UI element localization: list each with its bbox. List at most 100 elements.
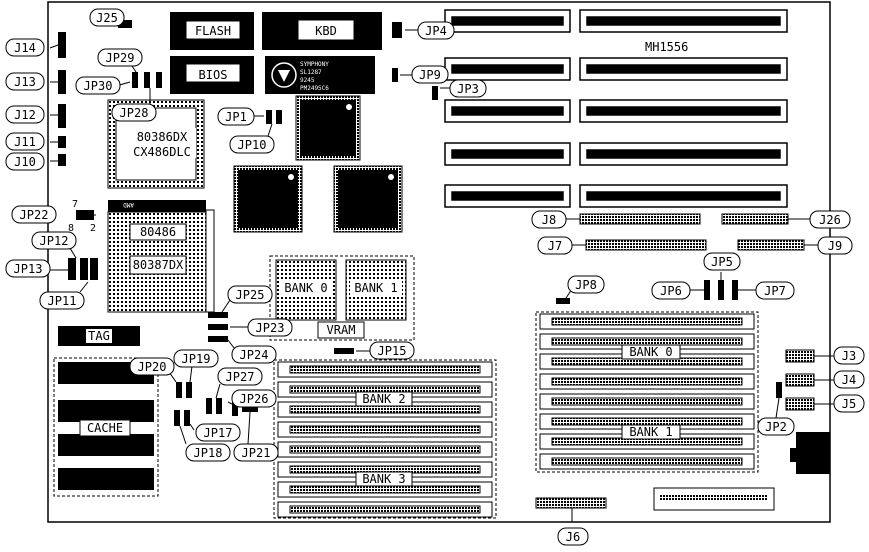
plcc-chip — [233, 165, 303, 233]
label-j25: J25 — [96, 11, 118, 25]
power-connector — [653, 487, 775, 511]
cpu-486-socket: AMD 80486 80387DX — [107, 200, 215, 313]
label-j8: J8 — [542, 213, 556, 227]
kbd-chip: KBD — [262, 12, 382, 50]
label-j10: J10 — [14, 155, 36, 169]
label-jp5: JP5 — [711, 255, 733, 269]
svg-text:SYMPHONY: SYMPHONY — [300, 61, 329, 68]
label-jp23: JP23 — [256, 321, 285, 335]
label-j6: J6 — [566, 530, 580, 544]
label-jp27: JP27 — [226, 370, 255, 384]
label-jp10: JP10 — [238, 138, 267, 152]
label-jp19: JP19 — [182, 352, 211, 366]
isa-slot — [444, 184, 788, 208]
bank-2-label: BANK 2 — [362, 392, 405, 406]
label-jp12: JP12 — [40, 234, 69, 248]
connector-j5 — [785, 397, 815, 411]
small-headers — [58, 20, 132, 166]
label-jp22: JP22 — [20, 208, 49, 222]
label-jp28: JP28 — [120, 106, 149, 120]
svg-text:PM2495C6: PM2495C6 — [300, 85, 329, 92]
label-jp9: JP9 — [419, 68, 441, 82]
svg-text:9245: 9245 — [300, 77, 315, 84]
jp22-pin-2: 2 — [90, 223, 96, 234]
svg-text:FLASH: FLASH — [195, 24, 231, 38]
label-j26: J26 — [819, 213, 841, 227]
svg-text:CX486DLC: CX486DLC — [133, 145, 191, 159]
label-jp21: JP21 — [242, 446, 271, 460]
jumper-blocks — [68, 22, 782, 426]
connector-j4 — [785, 373, 815, 387]
label-jp24: JP24 — [240, 348, 269, 362]
label-j7: J7 — [548, 239, 562, 253]
svg-text:80386DX: 80386DX — [137, 130, 188, 144]
label-j12: J12 — [14, 108, 36, 122]
label-j13: J13 — [14, 75, 36, 89]
label-jp8: JP8 — [575, 278, 597, 292]
label-jp3: JP3 — [457, 82, 479, 96]
isa-slot — [444, 99, 788, 123]
symphony-chip: SYMPHONY SL1287 9245 PM2495C6 — [265, 56, 375, 94]
svg-text:KBD: KBD — [315, 24, 337, 38]
label-jp18: JP18 — [194, 446, 223, 460]
svg-text:BANK 1: BANK 1 — [354, 281, 397, 295]
keyboard-connector — [790, 432, 830, 474]
label-jp26: JP26 — [240, 392, 269, 406]
vram-area: BANK 0 BANK 1 VRAM — [269, 255, 415, 341]
cache-area: CACHE — [53, 357, 159, 497]
svg-text:SL1287: SL1287 — [300, 69, 322, 76]
connector-j3 — [785, 349, 815, 363]
label-j14: J14 — [14, 41, 36, 55]
bank-0-label: BANK 0 — [629, 345, 672, 359]
simm-bank-left — [273, 359, 497, 519]
plcc-chip — [295, 95, 361, 161]
jp22-pin-8: 8 — [68, 223, 74, 234]
isa-slot — [444, 57, 788, 81]
connector-j7 — [585, 239, 707, 251]
connector-j6 — [535, 497, 607, 509]
label-jp2: JP2 — [765, 420, 787, 434]
svg-text:CACHE: CACHE — [87, 421, 123, 435]
svg-text:80387DX: 80387DX — [133, 258, 184, 272]
label-jp25: JP25 — [236, 288, 265, 302]
isa-slots — [444, 9, 788, 208]
bios-chip: BIOS — [170, 56, 254, 94]
bank-1-label: BANK 1 — [629, 425, 672, 439]
isa-slot — [444, 9, 788, 33]
label-j9: J9 — [828, 239, 842, 253]
simm-bank-right — [535, 311, 759, 473]
flash-chip: FLASH — [170, 12, 254, 50]
connector-j9 — [737, 239, 805, 251]
svg-text:80486: 80486 — [140, 225, 176, 239]
label-jp1: JP1 — [225, 110, 247, 124]
label-jp30: JP30 — [84, 79, 113, 93]
bank-3-label: BANK 3 — [362, 472, 405, 486]
label-jp13: JP13 — [14, 262, 43, 276]
board-model: MH1556 — [645, 40, 688, 54]
plcc-chip — [333, 165, 403, 233]
label-jp15: JP15 — [378, 344, 407, 358]
svg-text:VRAM: VRAM — [327, 323, 356, 337]
leader-lines — [40, 20, 834, 522]
label-j11: J11 — [14, 135, 36, 149]
svg-text:BIOS: BIOS — [199, 68, 228, 82]
svg-text:BANK 0: BANK 0 — [284, 281, 327, 295]
label-boxes — [5, 8, 865, 546]
label-jp29: JP29 — [106, 51, 135, 65]
label-jp20: JP20 — [138, 360, 167, 374]
connector-j8 — [579, 213, 701, 225]
label-jp6: JP6 — [660, 284, 682, 298]
label-j5: J5 — [842, 397, 856, 411]
label-j3: J3 — [842, 349, 856, 363]
tag-chip: TAG — [58, 326, 140, 346]
isa-slot — [444, 142, 788, 166]
label-jp7: JP7 — [764, 284, 786, 298]
label-j4: J4 — [842, 373, 856, 387]
svg-text:TAG: TAG — [88, 329, 110, 343]
connector-j26 — [721, 213, 789, 225]
label-jp17: JP17 — [204, 426, 233, 440]
label-jp4: JP4 — [425, 24, 447, 38]
svg-text:AMD: AMD — [123, 201, 134, 208]
jp22-pin-7: 7 — [72, 199, 78, 210]
